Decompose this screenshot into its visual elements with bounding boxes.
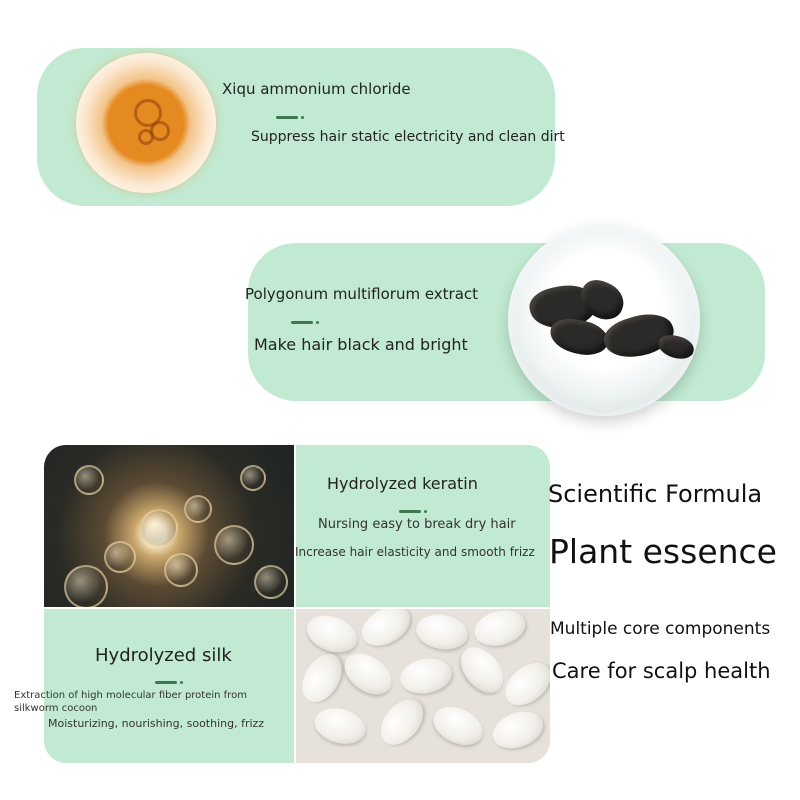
herb-extract-image <box>508 224 700 416</box>
ingredient-2-divider <box>291 321 319 324</box>
headline-plant-essence: Plant essence <box>549 532 777 571</box>
silk-cocoons-image <box>296 609 550 763</box>
ingredient-4-line-2: Moisturizing, nourishing, soothing, friz… <box>48 717 265 730</box>
amber-serum-image <box>76 53 216 193</box>
ingredient-4-line-1b: silkworm cocoon <box>14 703 98 714</box>
headline-scalp-health: Care for scalp health <box>552 659 771 683</box>
grid-divider-horizontal <box>44 607 550 609</box>
ingredient-1-divider <box>276 116 304 119</box>
ingredient-1-name: Xiqu ammonium chloride <box>222 80 411 98</box>
grid-divider-vertical <box>294 445 296 763</box>
headline-core-components: Multiple core components <box>550 619 771 639</box>
ingredient-4-divider <box>155 681 183 684</box>
headline-scientific-formula: Scientific Formula <box>548 480 763 508</box>
keratin-bubbles-image <box>44 445 294 609</box>
ingredient-3-name: Hydrolyzed keratin <box>327 474 478 493</box>
ingredient-4-name: Hydrolyzed silk <box>95 645 232 666</box>
ingredient-grid <box>44 445 550 763</box>
ingredient-2-description: Make hair black and bright <box>254 335 468 354</box>
ingredient-2-name: Polygonum multiflorum extract <box>245 285 479 303</box>
ingredient-1-description: Suppress hair static electricity and cle… <box>251 129 565 145</box>
ingredient-4-line-1a: Extraction of high molecular fiber prote… <box>14 690 247 701</box>
ingredient-3-divider <box>399 510 427 513</box>
ingredient-3-line-1: Nursing easy to break dry hair <box>318 517 516 532</box>
ingredient-3-line-2: Increase hair elasticity and smooth friz… <box>295 545 535 559</box>
